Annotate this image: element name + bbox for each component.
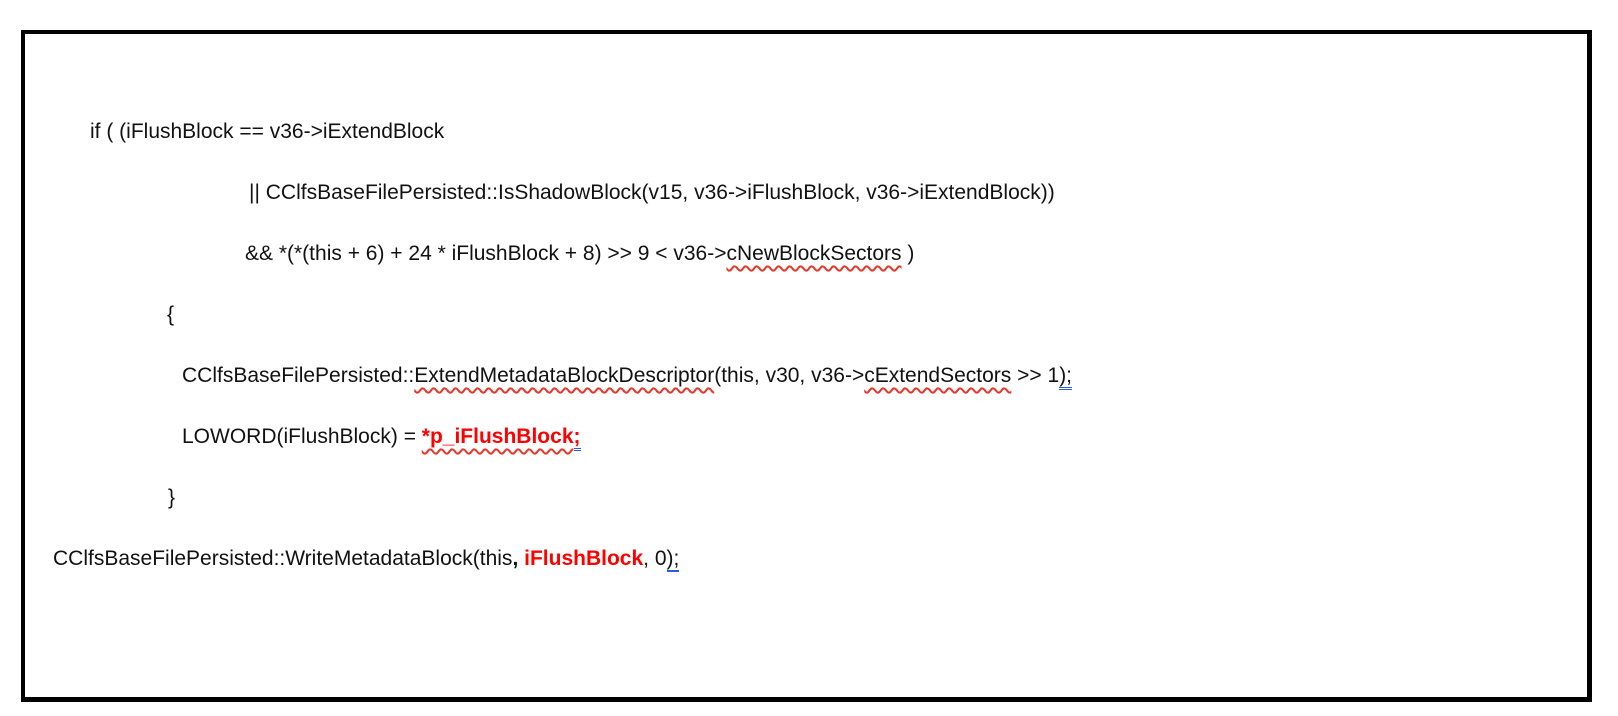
code-segment-spell: cNewBlockSectors — [726, 242, 902, 265]
code-segment-red-spell: *p_iFlushBlock — [421, 425, 574, 448]
code-frame: if ( (iFlushBlock == v36->iExtendBlock |… — [21, 30, 1592, 702]
code-segment-plain: || CClfsBaseFilePersisted::IsShadowBlock… — [249, 181, 1055, 204]
code-line-extend-metadata: CClfsBaseFilePersisted::ExtendMetadataBl… — [182, 362, 1073, 390]
code-segment-spell: ExtendMetadataBlockDescriptor — [414, 364, 715, 387]
code-segment-plain: if ( (iFlushBlock == v36->iExtendBlock — [90, 120, 445, 143]
code-segment-grammar-double: ); — [1059, 364, 1073, 390]
code-segment-plain: >> 1 — [1011, 364, 1060, 387]
code-line-if-condition: if ( (iFlushBlock == v36->iExtendBlock — [90, 118, 444, 146]
code-line-loword-assignment: LOWORD(iFlushBlock) = *p_iFlushBlock; — [182, 423, 581, 451]
code-line-or-isshadowblock: || CClfsBaseFilePersisted::IsShadowBlock… — [249, 179, 1055, 207]
code-line-open-brace: { — [167, 301, 174, 329]
code-segment-plain: && *(*(this + 6) + 24 * iFlushBlock + 8)… — [245, 242, 727, 265]
code-line-and-sector-check: && *(*(this + 6) + 24 * iFlushBlock + 8)… — [245, 240, 914, 268]
code-segment-plain: CClfsBaseFilePersisted:: — [182, 364, 415, 387]
code-segment-plain: (this, v30, v36-> — [714, 364, 865, 387]
code-segment-plain: LOWORD(iFlushBlock) = — [182, 425, 422, 448]
code-segment-spell: cExtendSectors — [864, 364, 1012, 387]
code-segment-plain: { — [167, 303, 175, 326]
code-line-write-metadata: CClfsBaseFilePersisted::WriteMetadataBlo… — [53, 545, 680, 573]
code-segment-plain: } — [168, 486, 176, 509]
code-segment-bold: , — [512, 547, 519, 570]
code-segment-plain: ) — [901, 242, 915, 265]
code-line-close-brace: } — [168, 484, 175, 512]
code-segment-plain: , 0 — [643, 547, 667, 570]
code-segment-plain: CClfsBaseFilePersisted::WriteMetadataBlo… — [53, 547, 513, 570]
code-block: if ( (iFlushBlock == v36->iExtendBlock |… — [25, 34, 1587, 697]
code-segment-red: iFlushBlock — [524, 547, 644, 570]
code-segment-red-grammar: ; — [573, 425, 581, 451]
code-segment-grammar-single: ); — [666, 547, 680, 572]
